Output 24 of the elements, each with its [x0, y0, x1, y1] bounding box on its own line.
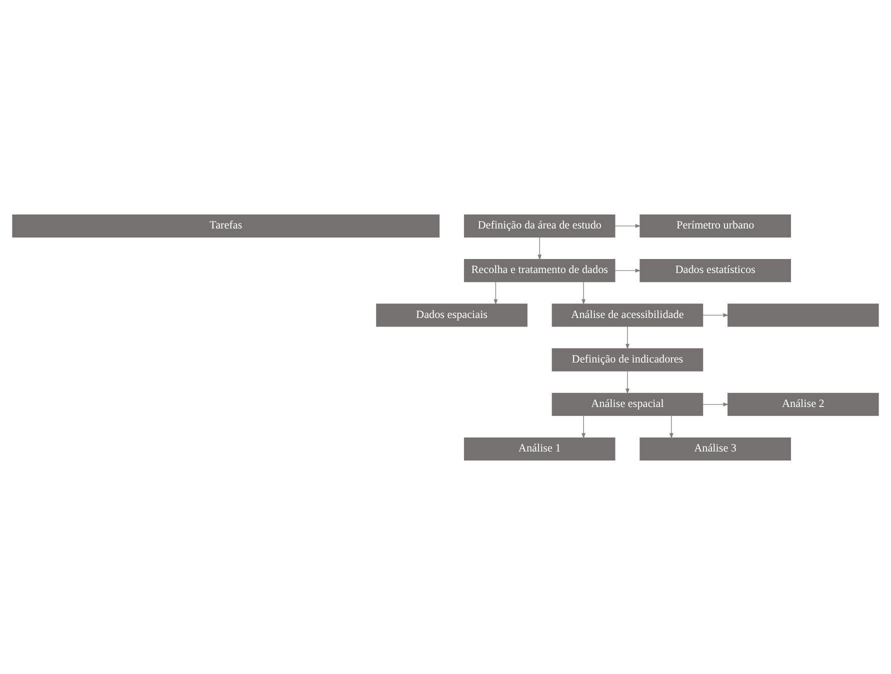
arrow — [538, 236, 542, 260]
arrow — [626, 326, 630, 349]
arrow — [626, 370, 630, 394]
node-box: Tarefas — [12, 214, 440, 237]
node-box: Análise 2 — [728, 392, 879, 416]
node-box: Perímetro urbano — [640, 214, 791, 237]
node-box — [728, 303, 879, 326]
arrow — [614, 224, 641, 228]
node-box: Análise 3 — [640, 437, 791, 460]
node-box: Análise espacial — [552, 392, 704, 416]
node-box: Análise 1 — [464, 437, 616, 460]
arrow — [702, 402, 729, 406]
node-box: Recolha e tratamento de dados — [464, 258, 616, 282]
node-box: Dados estatísticos — [640, 258, 791, 282]
arrow — [669, 414, 674, 438]
node-box: Definição de indicadores — [552, 348, 704, 371]
arrow — [582, 414, 586, 438]
arrow — [702, 312, 729, 317]
arrow — [614, 268, 641, 272]
arrow — [582, 280, 586, 304]
node-box: Análise de acessibilidade — [552, 303, 704, 326]
node-box: Definição da área de estudo — [464, 214, 616, 237]
arrow — [494, 280, 498, 304]
node-box: Dados espaciais — [376, 303, 528, 326]
